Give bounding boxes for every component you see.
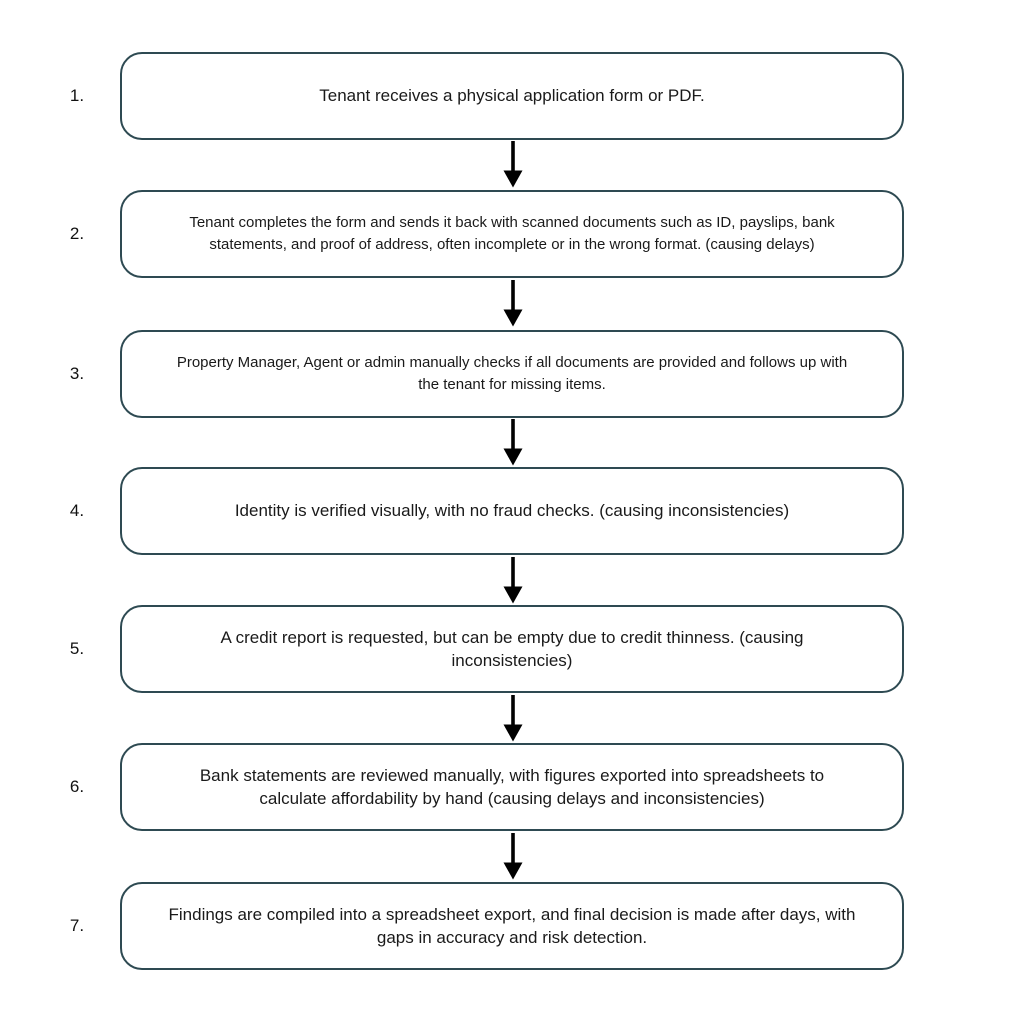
step-1-number: 1. xyxy=(69,86,85,105)
step-7-box: Findings are compiled into a spreadsheet… xyxy=(120,882,904,970)
step-1-text: Tenant receives a physical application f… xyxy=(319,86,705,106)
step-3-box: Property Manager, Agent or admin manuall… xyxy=(120,330,904,418)
step-6-text: Bank statements are reviewed manually, w… xyxy=(199,765,825,808)
step-5-text: A credit report is requested, but can be… xyxy=(220,627,804,670)
step-5-number: 5. xyxy=(69,639,85,658)
step-6-number: 6. xyxy=(69,777,85,796)
step-5-box: A credit report is requested, but can be… xyxy=(120,605,904,693)
step-2-text: Tenant completes the form and sends it b… xyxy=(189,214,835,253)
down-arrow-icon xyxy=(503,833,523,880)
down-arrow-icon xyxy=(503,557,523,604)
step-3-number: 3. xyxy=(69,364,85,383)
step-7-number: 7. xyxy=(69,916,85,935)
down-arrow-icon xyxy=(503,280,523,327)
step-4-number: 4. xyxy=(69,501,85,520)
step-6-box: Bank statements are reviewed manually, w… xyxy=(120,743,904,831)
step-4-text: Identity is verified visually, with no f… xyxy=(234,501,790,521)
down-arrow-icon xyxy=(503,419,523,466)
step-2-box: Tenant completes the form and sends it b… xyxy=(120,190,904,278)
step-1-box: Tenant receives a physical application f… xyxy=(120,52,904,140)
down-arrow-icon xyxy=(503,141,523,188)
step-4-box: Identity is verified visually, with no f… xyxy=(120,467,904,555)
step-7-text: Findings are compiled into a spreadsheet… xyxy=(168,904,856,947)
down-arrow-icon xyxy=(503,695,523,742)
step-3-text: Property Manager, Agent or admin manuall… xyxy=(176,354,848,393)
step-2-number: 2. xyxy=(69,224,85,243)
